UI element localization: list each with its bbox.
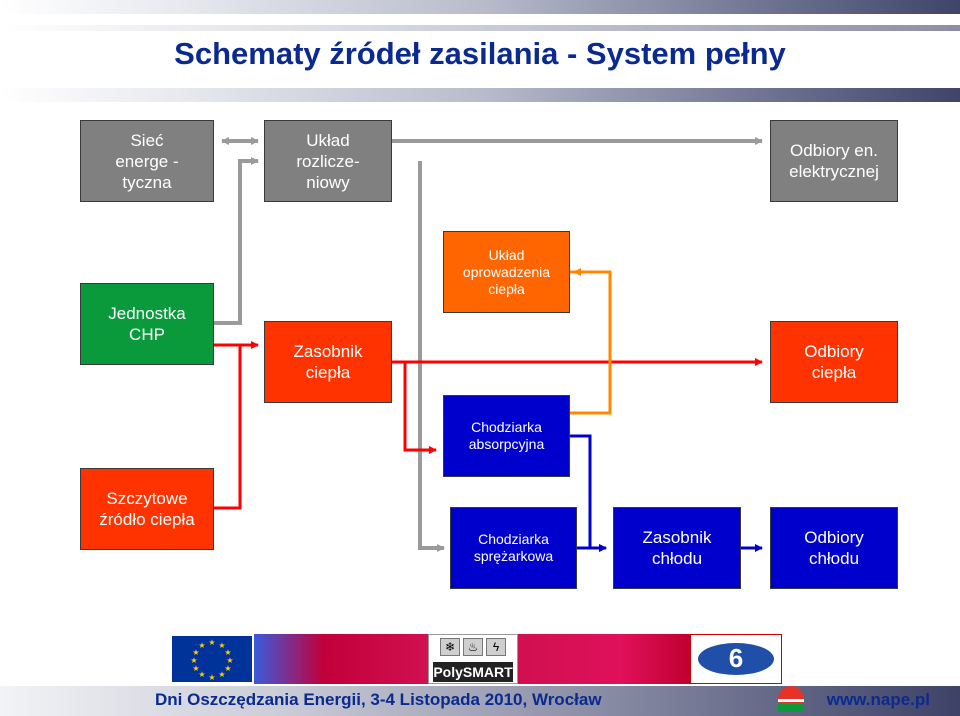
footer-event-text: Dni Oszczędzania Energii, 3-4 Listopada … [155,690,602,709]
title-decor-bar [0,88,960,102]
chp-uklad-arrow [214,157,259,325]
electric-lines [214,137,763,552]
cooling-lines [570,434,763,552]
footer-url-link[interactable]: www.nape.pl [826,690,930,709]
box-zasobnik-ciepla: Zasobnik ciepła [264,321,392,403]
top-decor-bar [0,0,960,14]
box-odbiory-en-elektrycznej: Odbiory en. elektrycznej [770,120,898,202]
svg-text:★: ★ [226,656,233,665]
eu-flag-logo: ★★★★ ★★★★ ★★★★ [170,634,254,684]
sixth-framework-logo: 6 [690,634,782,684]
polysmart-logo: ❄ ♨ ϟ PolySMART [428,634,518,684]
nape-logo-icon [778,686,804,712]
chp-szczytowe-line [214,343,242,510]
svg-text:★: ★ [190,656,197,665]
svg-text:★: ★ [198,670,205,679]
lightning-icon: ϟ [486,638,506,656]
recovery-lines [570,268,612,415]
box-odbiory-ciepla: Odbiory ciepła [770,321,898,403]
box-zasobnik-chlodu: Zasobnik chłodu [613,507,741,589]
flame-icon: ♨ [463,638,483,656]
top-decor-bar-2 [0,25,960,31]
box-uklad-rozliczeniowy: Układ rozlicze- niowy [264,120,392,202]
page-title: Schematy źródeł zasilania - System pełny [174,36,786,71]
svg-text:★: ★ [218,641,225,650]
box-odbiory-chlodu: Odbiory chłodu [770,507,898,589]
footer-banner-right [518,634,690,684]
box-jednostka-chp: Jednostka CHP [80,283,214,365]
polysmart-wordmark: PolySMART [433,662,513,682]
box-chodziarka-sprezarkowa: Chodziarka sprężarkowa [450,507,577,589]
zasobnik-chodziarka-arrow [403,362,437,454]
svg-text:★: ★ [192,648,199,657]
footer-banner-left [254,634,428,684]
box-chodziarka-absorpcyjna: Chodziarka absorpcyjna [443,395,570,477]
heat-lines [214,341,763,510]
box-uklad-oprowadzenia-ciepla: Układ oprowadzenia ciepła [443,231,570,313]
box-szczytowe-zrodlo-ciepla: Szczytowe źródło ciepła [80,468,214,550]
svg-text:★: ★ [198,641,205,650]
svg-text:★: ★ [224,648,231,657]
svg-text:★: ★ [208,638,215,647]
svg-text:6: 6 [729,643,743,673]
svg-text:★: ★ [208,673,215,682]
abs-loop-line [570,270,612,415]
svg-text:★: ★ [218,670,225,679]
svg-text:★: ★ [224,664,231,673]
box-siec-energetyczna: Sieć energe - tyczna [80,120,214,202]
uklad-chodziarka-spr-arrow [418,161,445,552]
snowflake-icon: ❄ [440,638,460,656]
svg-text:★: ★ [192,664,199,673]
